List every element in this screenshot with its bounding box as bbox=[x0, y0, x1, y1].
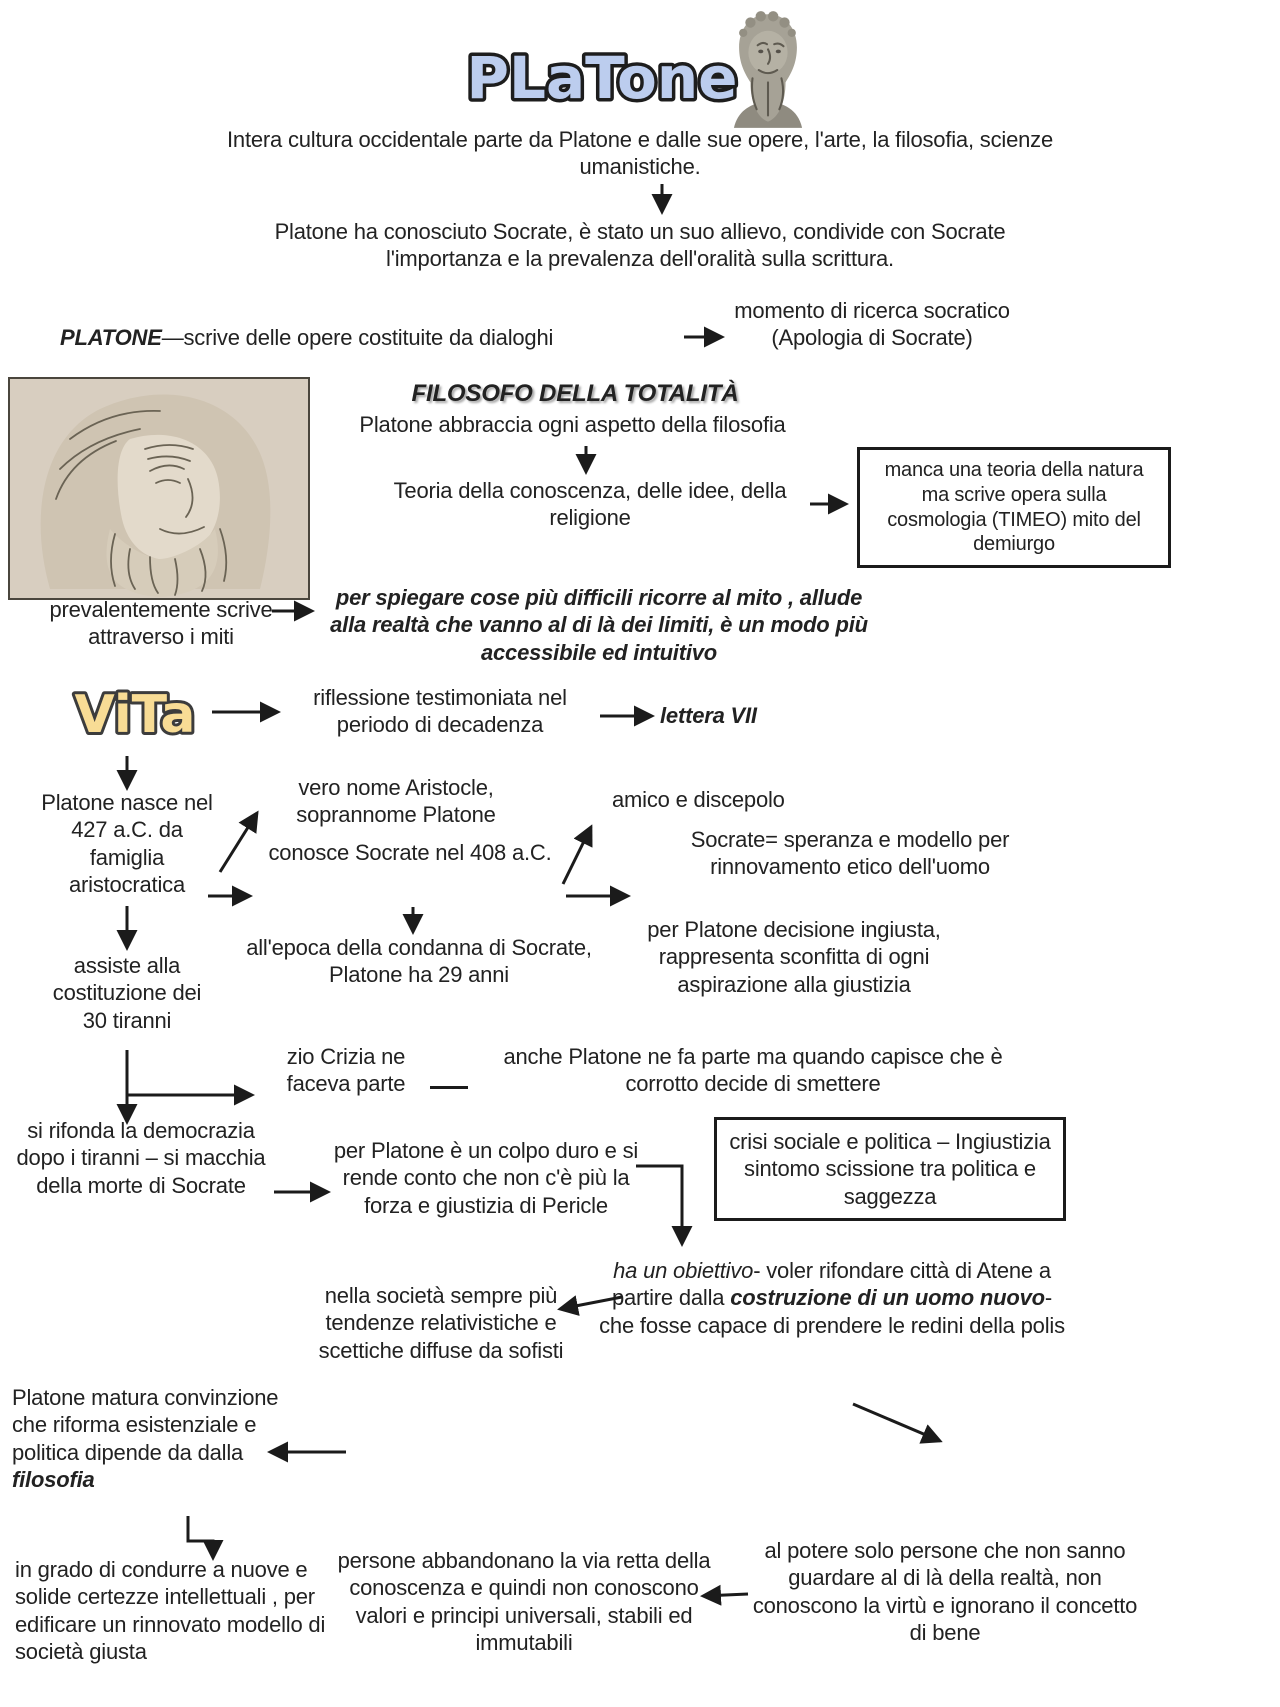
intro-socrates-pupil: Platone ha conosciuto Socrate, è stato u… bbox=[274, 219, 1006, 272]
node-rifonda-democrazia: si rifonda la democrazia dopo i tiranni … bbox=[16, 1118, 266, 1198]
node-condanna: all'epoca della condanna di Socrate, Pla… bbox=[246, 935, 592, 988]
node-condurre-certezze: in grado di condurre a nuove e solide ce… bbox=[15, 1557, 326, 1664]
node-decisione-ingiusta: per Platone decisione ingiusta, rapprese… bbox=[647, 917, 941, 997]
plato-bust-image bbox=[733, 11, 803, 128]
arrow-nascita-nome bbox=[218, 810, 259, 873]
intro-western-culture: Intera cultura occidentale parte da Plat… bbox=[227, 127, 1053, 180]
node-teoria-conoscenza: Teoria della conoscenza, delle idee, del… bbox=[393, 478, 787, 531]
note-box-crisi: crisi sociale e politica – Ingiustizia s… bbox=[714, 1117, 1066, 1221]
node-scrive-miti: prevalentemente scrive attraverso i miti bbox=[49, 597, 273, 650]
node-platone-ne-fa-parte: anche Platone ne fa parte ma quando capi… bbox=[503, 1044, 1003, 1097]
node-obiettivo: ha un obiettivo- voler rifondare città d… bbox=[598, 1257, 1066, 1339]
note-box-timeo: manca una teoria della natura ma scrive … bbox=[857, 447, 1171, 569]
arrow-incontro-amico bbox=[561, 824, 593, 885]
arrow-colpo-elbow bbox=[636, 1164, 693, 1247]
plato-portrait-image bbox=[8, 377, 310, 600]
opere-text: scrive delle opere costituite da dialogh… bbox=[183, 325, 554, 350]
vita-heading-graphic: ViTa bbox=[71, 682, 198, 748]
node-socrate-speranza: Socrate= speranza e modello per rinnovam… bbox=[690, 827, 1010, 880]
node-abbraccia-filosofia: Platone abbraccia ogni aspetto della fil… bbox=[359, 412, 786, 437]
page-title: PLaTone bbox=[467, 44, 738, 112]
page-title-graphic: PLaTone bbox=[463, 41, 741, 116]
node-momento-ricerca: momento di ricerca socratico (Apologia d… bbox=[734, 298, 1010, 351]
node-30-tiranni: assiste alla costituzione dei 30 tiranni bbox=[52, 953, 202, 1033]
blank-line bbox=[430, 1086, 468, 1089]
matura-bold: filosofia bbox=[12, 1466, 95, 1492]
node-nascita: Platone nasce nel 427 a.C. da famiglia a… bbox=[41, 790, 213, 897]
node-al-potere: al potere solo persone che non sanno gua… bbox=[752, 1538, 1138, 1645]
dash-connector: — bbox=[161, 325, 184, 350]
obiettivo-lead: ha un obiettivo bbox=[613, 1258, 754, 1283]
node-sofisti: nella società sempre più tendenze relati… bbox=[318, 1283, 564, 1363]
obiettivo-mid: - voler rifondare città di Atene a parti… bbox=[611, 1258, 1051, 1311]
platone-label: PLATONE bbox=[60, 325, 162, 350]
arrow-polis-diagonal bbox=[852, 1402, 943, 1444]
node-spiegazione-mito: per spiegare cose più difficili ricorre … bbox=[330, 585, 868, 665]
node-zio-crizia: zio Crizia ne faceva parte bbox=[286, 1044, 406, 1097]
obiettivo-tail: - che fosse capace di prendere le redini… bbox=[599, 1285, 1065, 1338]
node-colpo-duro: per Platone è un colpo duro e si rende c… bbox=[333, 1138, 639, 1218]
vita-heading: ViTa bbox=[74, 685, 195, 745]
arrow-filosofia-elbow bbox=[186, 1516, 224, 1561]
matura-lead: Platone matura convinzione che riforma e… bbox=[12, 1385, 279, 1465]
node-vero-nome: vero nome Aristocle, soprannome Platone bbox=[296, 775, 496, 828]
node-amico-discepolo: amico e discepolo bbox=[612, 787, 785, 812]
node-persone-abbandonano: persone abbandonano la via retta della c… bbox=[337, 1548, 711, 1655]
heading-filosofo-totalita: FILOSOFO DELLA TOTALITÀ bbox=[411, 380, 739, 407]
node-matura-convinzione: Platone matura convinzione che riforma e… bbox=[12, 1384, 282, 1493]
opere-row: PLATONE—scrive delle opere costituite da… bbox=[60, 324, 553, 351]
node-lettera-vii: lettera VII bbox=[660, 703, 757, 728]
node-conosce-socrate: conosce Socrate nel 408 a.C. bbox=[268, 840, 552, 865]
node-riflessione: riflessione testimoniata nel periodo di … bbox=[313, 685, 567, 738]
obiettivo-bold: costruzione di un uomo nuovo bbox=[730, 1285, 1045, 1311]
